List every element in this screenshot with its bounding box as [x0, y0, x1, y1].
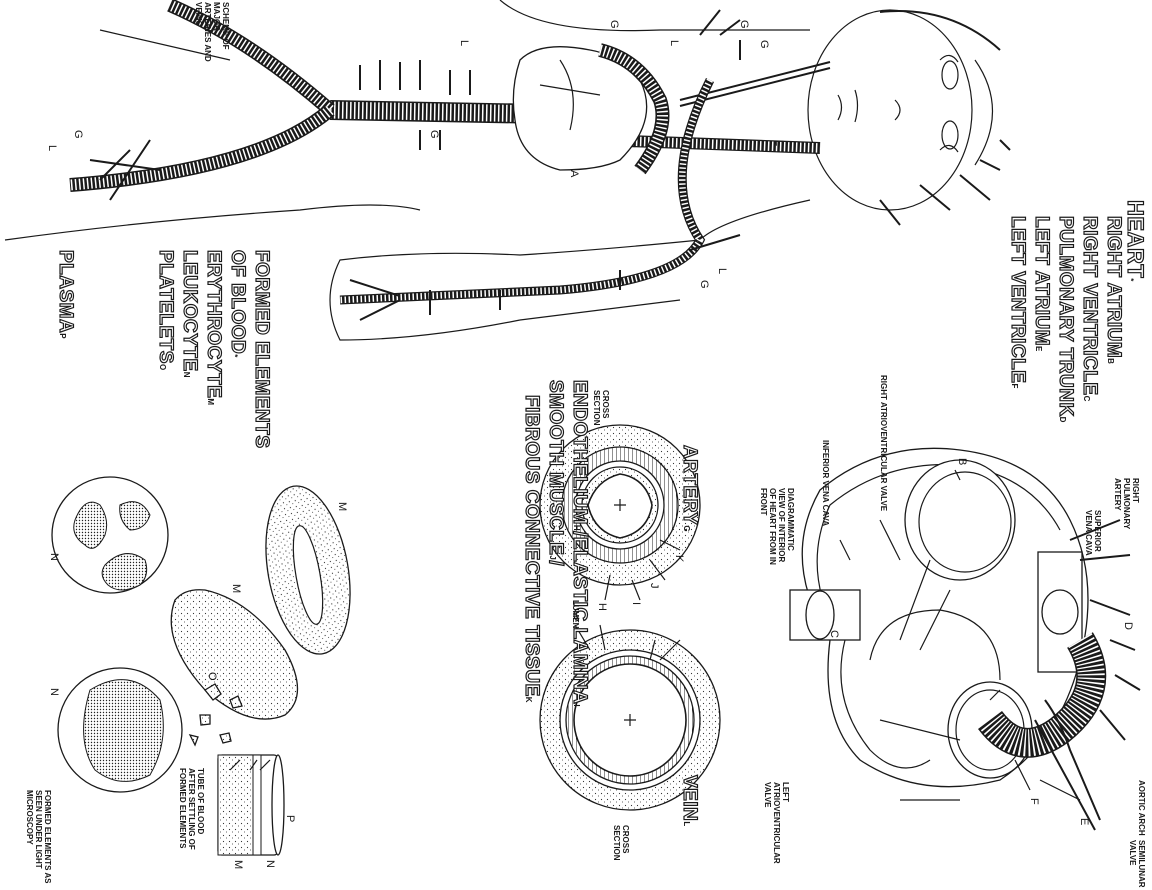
inferior-vena-cava-label: INFERIOR VENA CAVA: [821, 440, 830, 526]
heart-part-left-ventricle: LEFT VENTRICLEF: [1006, 216, 1028, 389]
heart-letter-e: E: [1078, 818, 1090, 825]
vessel-layers-line1: ENDOTHELIUMH/ELASTIC LAMINAI: [568, 380, 590, 707]
heart-part-right-atrium: RIGHT ATRIUMB: [1102, 216, 1124, 364]
vessel-layers-line3: FIBROUS CONNECTIVE TISSUEK: [520, 395, 542, 703]
vein-cross-section-label: CROSS SECTION: [612, 825, 630, 865]
scheme-letter-6: L: [668, 40, 680, 46]
ring-letter-i: I: [630, 602, 642, 605]
scheme-letter-1: G: [72, 130, 84, 139]
tube-letter-m: M: [232, 860, 244, 869]
blood-item-platelets: PLATELETSO: [154, 250, 176, 371]
heart-part-right-ventricle: RIGHT VENTRICLEC: [1078, 216, 1100, 402]
scheme-letter-11: G: [698, 280, 710, 289]
scheme-caption: SCHEME OF MAJOR ARTERIES AND VEINS: [194, 2, 230, 72]
heart-letter-d: D: [1122, 622, 1134, 630]
left-av-valve-label: LEFT ATRIOVENTRICULAR VALVE: [763, 782, 790, 872]
cell-letter-m1: M: [336, 502, 348, 511]
ring-letter-k: K: [673, 555, 685, 562]
scheme-letter-12: L: [716, 268, 728, 274]
heart-letter-b: B: [956, 458, 968, 465]
ring-letter-h: H: [596, 603, 608, 611]
tube-letter-p: P: [284, 815, 296, 822]
diagrammatic-view-label: DIAGRAMMATIC VIEW OF INTERIOR OF HEART F…: [759, 488, 795, 573]
blood-title-line1: FORMED ELEMENTS: [250, 250, 272, 449]
microscopy-caption: FORMED ELEMENTS AS SEEN UNDER LIGHT MICR…: [25, 790, 52, 885]
cell-letter-o: O: [206, 672, 218, 681]
tube-caption: TUBE OF BLOOD AFTER SETTLING OF FORMED E…: [178, 768, 205, 858]
tube-letter-n: N: [264, 860, 276, 868]
blood-item-erythrocyte: ERYTHROCYTEM: [202, 250, 224, 406]
artery-cross-section-label: CROSS SECTION: [592, 390, 610, 430]
cell-letter-n2: N: [48, 688, 60, 696]
scheme-letter-9: G: [758, 40, 770, 49]
heart-letter-f: F: [1028, 798, 1040, 805]
right-pulmonary-artery-label: RIGHT PULMONARY ARTERY: [1113, 478, 1140, 548]
ring-letter-j: J: [648, 583, 660, 589]
vein-title: VEINL: [678, 775, 700, 827]
lumen-label: LUMEN: [571, 600, 580, 628]
heart-interior-diagram: [790, 448, 1140, 830]
heart-title: HEART*: [1122, 200, 1148, 282]
plasma-title: PLASMAP: [54, 250, 76, 339]
heart-part-left-atrium: LEFT ATRIUME: [1030, 216, 1052, 352]
scheme-letter-4: L: [458, 40, 470, 46]
right-av-valve-label: RIGHT ATRIOVENTRICULAR VALVE: [879, 375, 888, 511]
blood-cells: [52, 477, 362, 855]
blood-title-line2: OF BLOOD*: [226, 250, 248, 358]
blood-item-leukocyte: LEUKOCYTEN: [178, 250, 200, 378]
superior-vena-cava-label: SUPERIOR VENA CAVA: [1084, 510, 1102, 570]
vessel-layers-line2: SMOOTH MUSCLEJ/: [544, 380, 566, 566]
heart-part-pulmonary-trunk: PULMONARY TRUNKD: [1054, 216, 1076, 423]
scheme-letter-7: G: [738, 20, 750, 29]
scheme-letter-5: G: [608, 20, 620, 29]
scheme-letter-8: A: [568, 170, 580, 177]
scheme-letter-2: L: [46, 145, 58, 151]
cell-letter-m2: M: [230, 584, 242, 593]
scheme-letter-3: G: [428, 130, 440, 139]
aortic-arch-label: AORTIC ARCH: [1137, 780, 1146, 836]
heart-letter-c: C: [828, 630, 840, 638]
cell-letter-n1: N: [48, 553, 60, 561]
scheme-letter-10: L: [773, 140, 785, 146]
artery-title: ARTERYG: [678, 445, 700, 532]
semilunar-valve-label: SEMILUNAR VALVE: [1128, 840, 1146, 890]
